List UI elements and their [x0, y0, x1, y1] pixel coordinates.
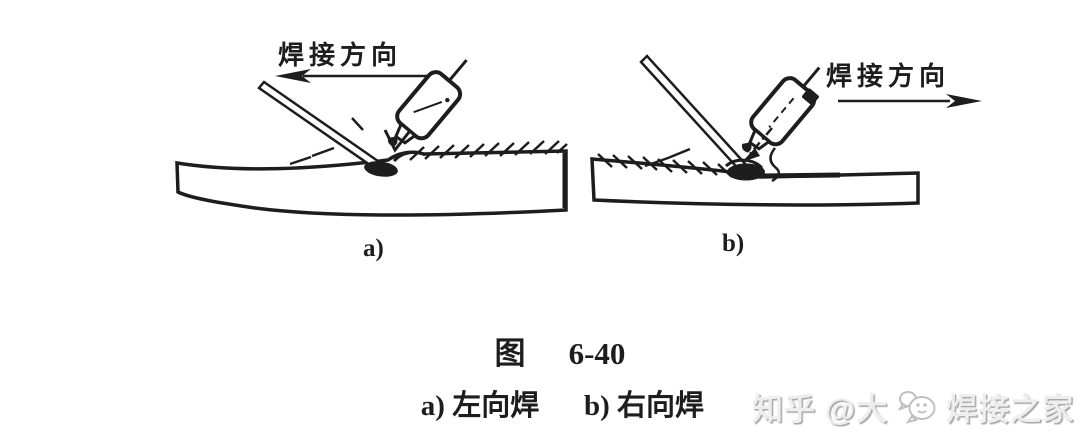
direction-label-a: 焊接方向 — [278, 40, 402, 70]
workpiece-plate-b — [590, 157, 920, 207]
flame-arrow-b-shaft — [749, 127, 773, 155]
welding-torch-a — [387, 59, 468, 147]
welding-torch-b — [741, 66, 821, 153]
caption-number: 6-40 — [569, 336, 626, 371]
panel-b: 焊接方向 b) — [590, 54, 982, 257]
flame-wisp-b — [769, 147, 781, 183]
watermark-site: 知乎 — [752, 392, 816, 427]
watermark-handle: @大 — [825, 392, 889, 427]
panel-label-a: a) — [363, 235, 384, 262]
weld-seam-line-b — [759, 172, 841, 179]
watermark: 知乎 @大 焊接之家 — [752, 384, 1074, 429]
weld-pool-a — [364, 161, 398, 177]
figure-caption: 图 6-40 a) 左向焊 b) 右向焊 — [421, 336, 704, 422]
flame-arrow-b-head — [742, 148, 760, 162]
direction-arrow-b-head — [946, 94, 982, 108]
workpiece-plate-a — [175, 149, 568, 217]
direction-arrow-a-head — [275, 69, 311, 83]
weld-bead-bump-b — [724, 158, 764, 170]
weld-pool-b — [727, 163, 765, 181]
direction-label-b: 焊接方向 — [826, 61, 950, 91]
smiley-chat-bubble-icon — [897, 390, 936, 424]
filler-rod-b — [639, 54, 751, 176]
flame-arrow-a — [383, 129, 411, 153]
subcaption-b: b) 右向焊 — [584, 389, 704, 422]
watermark-name: 焊接之家 — [946, 392, 1075, 427]
panel-label-b: b) — [722, 230, 744, 257]
flame-dashes-b — [644, 147, 691, 168]
panel-a: 焊接方向 a) — [175, 40, 568, 262]
weld-bead-bump-a — [392, 150, 426, 163]
caption-prefix: 图 — [495, 336, 526, 371]
flame-dashes-a — [289, 117, 364, 166]
filler-rod-a — [257, 80, 390, 176]
subcaption-a: a) 左向焊 — [421, 389, 539, 422]
